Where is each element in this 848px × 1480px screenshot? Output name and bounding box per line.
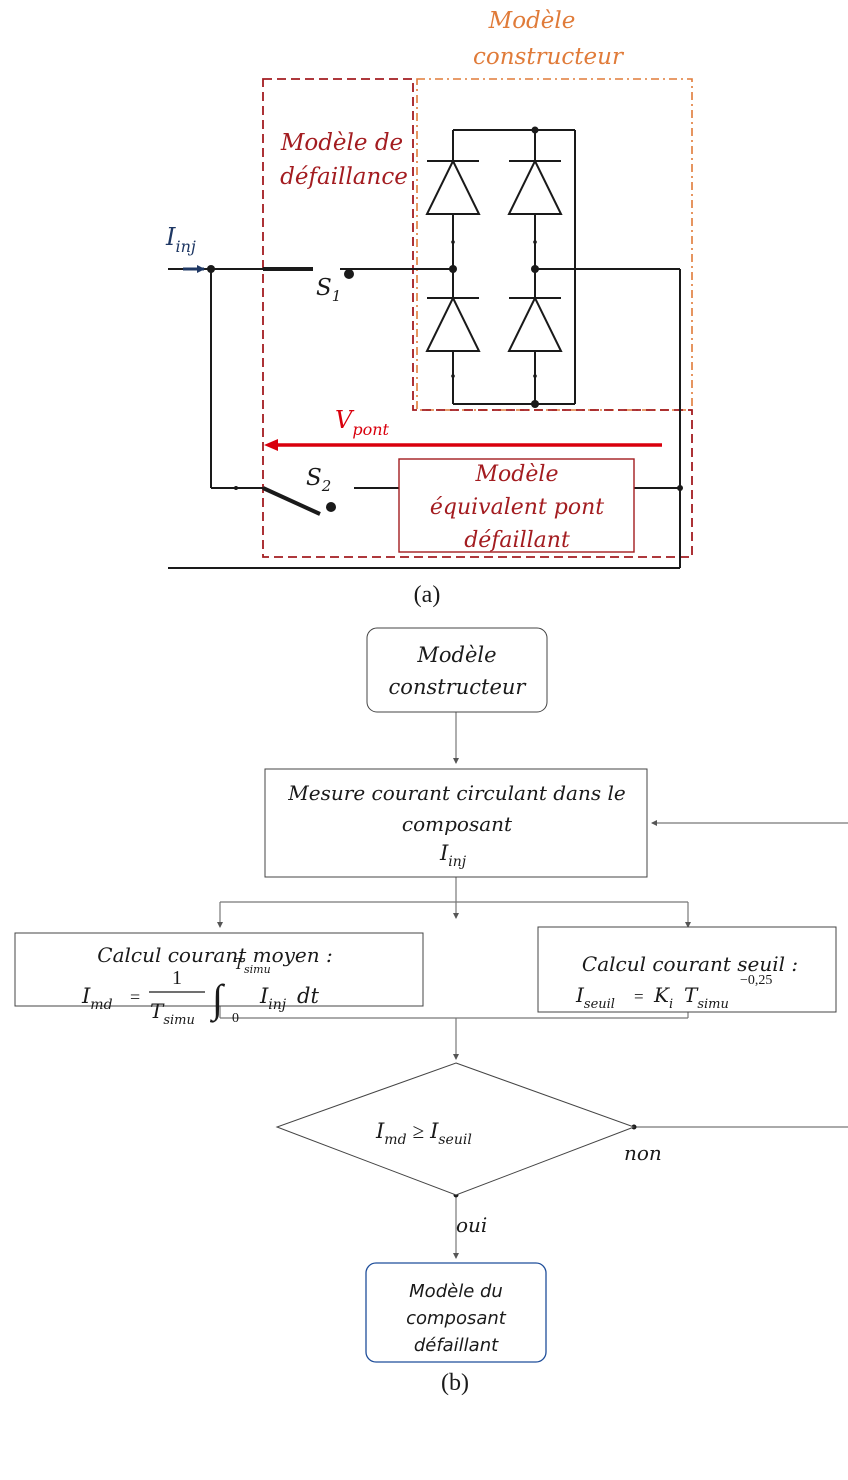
switch-s1-label: S1 — [316, 275, 341, 305]
constructeur-zone-box — [416, 78, 693, 411]
threshold-current-box — [537, 926, 837, 1013]
figure-a-circuit: Modèle constructeur Modèle de défaillanc… — [165, 8, 693, 608]
equivalent-model-line1: Modèle — [475, 462, 559, 487]
svg-text:Tsimu: Tsimu — [150, 999, 195, 1028]
constructeur-zone-label-line1: Modèle — [488, 8, 576, 34]
defaillance-zone-label-line1: Modèle de — [280, 130, 403, 156]
bridge-nodes — [449, 126, 539, 408]
defaillance-zone-box — [262, 78, 693, 558]
diode-top-right — [507, 158, 563, 215]
caption-b: (b) — [441, 1370, 469, 1396]
diode-top-left — [425, 158, 481, 215]
switch-s2-label: S2 — [306, 465, 331, 495]
diode-bottom-left — [425, 295, 481, 352]
result-box-line3: défaillant — [414, 1335, 499, 1356]
svg-text:1: 1 — [172, 967, 182, 989]
svg-text:Iseuil: Iseuil — [575, 983, 615, 1012]
branch-yes-label: oui — [456, 1213, 487, 1237]
svg-text:Tsimu: Tsimu — [234, 955, 271, 976]
start-box — [366, 627, 548, 713]
circuit-nodes — [207, 265, 683, 491]
svg-text:∫: ∫ — [209, 976, 226, 1023]
threshold-current-title: Calcul courant seuil : — [582, 952, 798, 976]
switch-s1-contact — [344, 269, 354, 279]
caption-a: (a) — [414, 582, 441, 608]
defaillance-zone-label-line2: défaillance — [280, 164, 408, 190]
equivalent-model-line3: défaillant — [464, 528, 570, 553]
start-box-line2: constructeur — [389, 675, 528, 699]
diode-bottom-right — [507, 295, 563, 352]
svg-text:Imd: Imd — [81, 984, 113, 1013]
mean-current-title: Calcul courant moyen : — [97, 943, 332, 967]
measure-box — [264, 768, 648, 878]
measure-box-line2: composant — [402, 812, 513, 836]
current-label: Iinj — [165, 223, 196, 256]
equivalent-model-box — [398, 458, 635, 553]
equivalent-model-line2: équivalent pont — [430, 495, 604, 520]
constructeur-zone-label-line2: constructeur — [473, 44, 625, 70]
start-box-line1: Modèle — [416, 643, 496, 667]
mean-current-formula: Imd = 1 Tsimu ∫ Tsimu 0 Iinj dt — [81, 955, 319, 1028]
svg-text:=: = — [130, 987, 140, 1007]
diode-bridge — [452, 129, 576, 405]
svg-text:Iinj: Iinj — [259, 984, 287, 1013]
decision-condition: Imd≥Iseuil — [375, 1119, 472, 1148]
svg-text:Ki: Ki — [653, 983, 673, 1012]
switch-s2-blade — [262, 486, 321, 516]
measure-box-variable: Iinj — [439, 841, 467, 870]
measure-box-line1: Mesure courant circulant dans le — [287, 781, 625, 805]
svg-text:−0,25: −0,25 — [740, 973, 772, 988]
flow-connectors — [217, 712, 848, 1259]
result-box — [365, 1262, 547, 1363]
result-box-line2: composant — [406, 1308, 507, 1329]
voltage-label: Vpont — [335, 406, 390, 439]
circuit-wires — [168, 268, 681, 569]
svg-text:Tsimu: Tsimu — [684, 983, 729, 1012]
figure-b-flowchart: Modèle constructeur Mesure courant circu… — [14, 627, 848, 1396]
threshold-current-formula: Iseuil = Ki Tsimu −0,25 — [575, 973, 772, 1012]
svg-text:0: 0 — [232, 1011, 239, 1026]
svg-text:dt: dt — [297, 984, 319, 1008]
branch-no-label: non — [624, 1141, 662, 1165]
result-box-line1: Modèle du — [409, 1281, 503, 1302]
svg-text:=: = — [634, 987, 644, 1006]
decision-diamond — [275, 1062, 636, 1196]
switch-s2-contact — [326, 502, 336, 512]
mean-current-box — [14, 932, 424, 1007]
